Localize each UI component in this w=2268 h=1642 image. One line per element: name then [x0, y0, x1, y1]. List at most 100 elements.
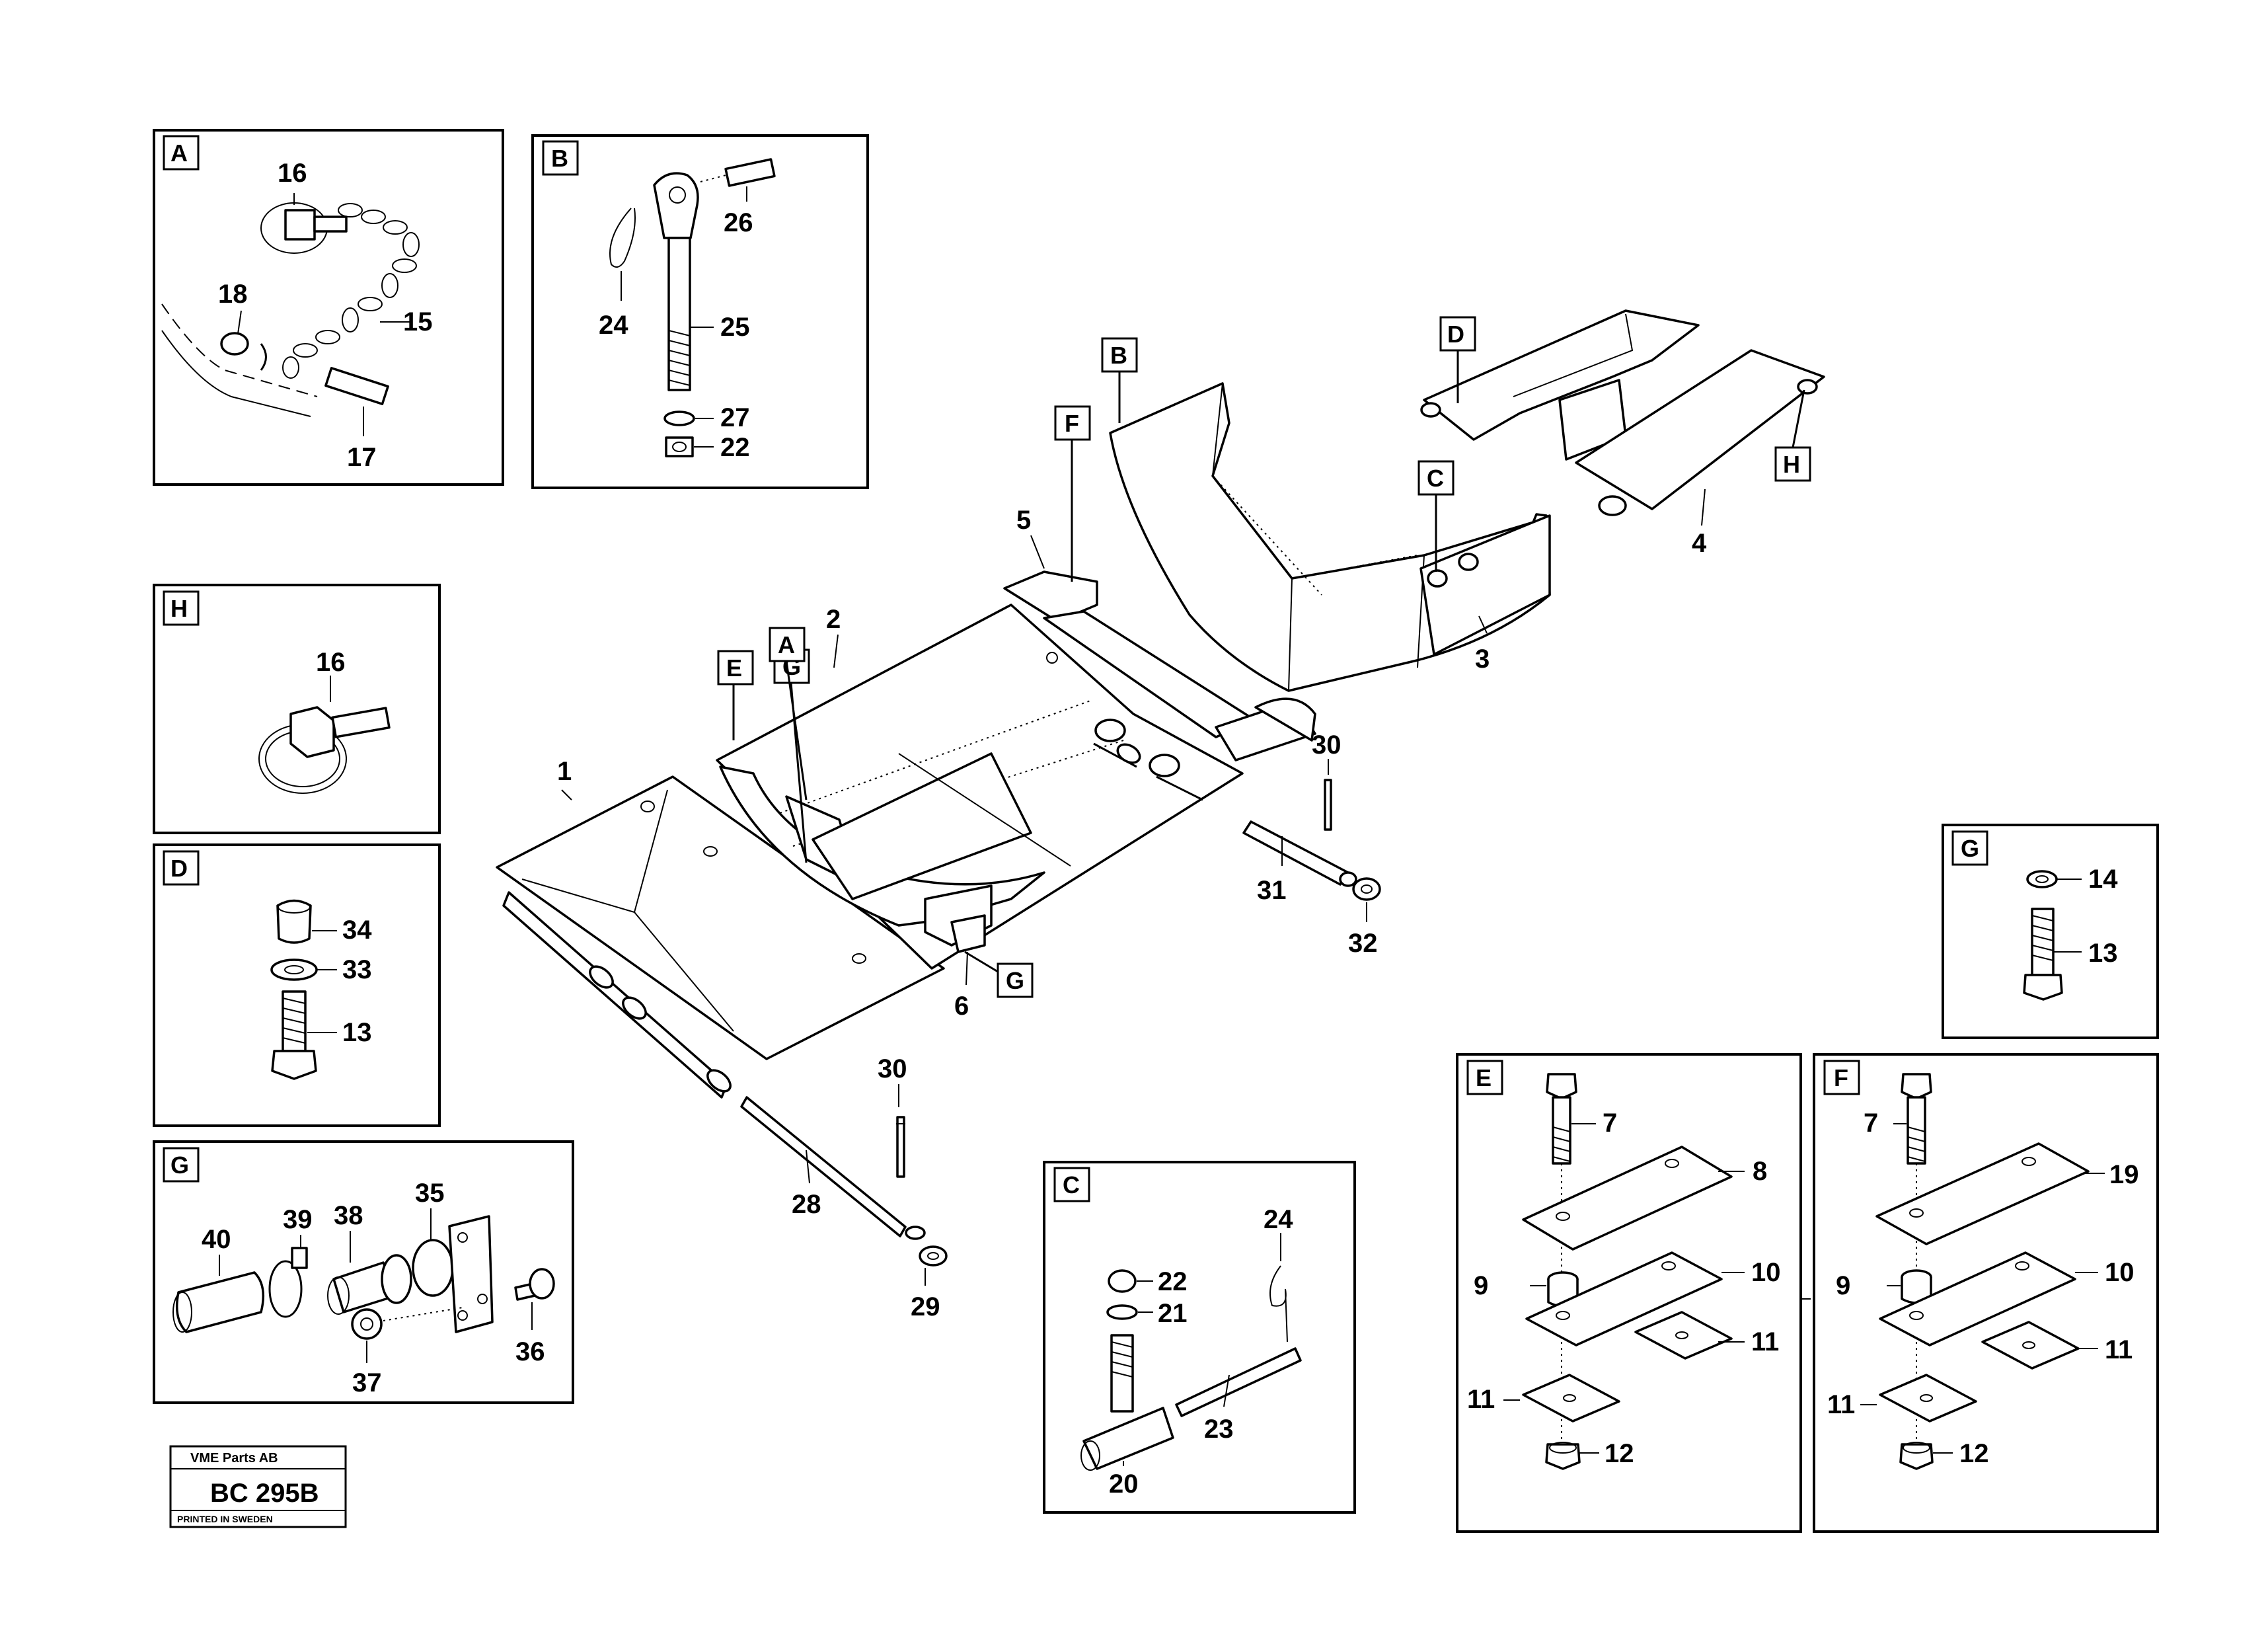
detail-b-panel: B 26 24 25 27 22	[531, 134, 869, 489]
label-11-left: 11	[1467, 1385, 1495, 1414]
bracket-5	[1003, 570, 1098, 623]
label-17: 17	[347, 443, 377, 472]
callout-f: F	[1065, 410, 1079, 437]
label-14: 14	[2088, 865, 2118, 894]
nut-12	[1545, 1443, 1581, 1470]
detail-c-panel: C 22 21 24 23 20	[1043, 1161, 1356, 1514]
callout-e: E	[726, 654, 742, 682]
plate-11-left	[1522, 1374, 1620, 1423]
label-12: 12	[1605, 1439, 1634, 1468]
pin-26	[724, 158, 776, 187]
detail-g-lower-letter: G	[170, 1152, 189, 1179]
plate-11-right	[1981, 1321, 2080, 1370]
label-21: 21	[1158, 1299, 1188, 1328]
label-2: 2	[826, 605, 841, 634]
label-13: 13	[2088, 939, 2118, 968]
label-22: 22	[720, 433, 750, 462]
washer-14	[2026, 870, 2058, 888]
detail-d-letter: D	[170, 855, 188, 882]
fitting-35	[412, 1239, 454, 1297]
bushing-34	[276, 899, 312, 944]
label-34: 34	[342, 916, 372, 945]
clevis	[653, 172, 699, 239]
label-39: 39	[283, 1205, 313, 1234]
plate-19	[1875, 1142, 2090, 1245]
label-13: 13	[342, 1018, 372, 1047]
plate-11-right	[1634, 1311, 1733, 1360]
callout-d: D	[1447, 321, 1464, 348]
stamp-code: BC 295B	[210, 1479, 319, 1508]
callout-a: A	[778, 631, 795, 658]
label-1: 1	[557, 757, 572, 786]
label-31: 31	[1257, 876, 1287, 905]
label-3: 3	[1475, 645, 1490, 674]
label-28: 28	[792, 1190, 821, 1219]
washer-33	[270, 958, 318, 981]
rod-25	[667, 237, 691, 391]
label-30-lower: 30	[878, 1054, 907, 1083]
stud	[1110, 1334, 1134, 1413]
detail-e-letter: E	[1476, 1064, 1492, 1091]
label-10: 10	[2105, 1258, 2135, 1287]
label-9: 9	[1474, 1271, 1488, 1300]
plate-8	[1522, 1146, 1733, 1251]
pin-30	[896, 1116, 905, 1178]
nut-18	[220, 332, 249, 356]
detail-f-panel: F 7 19 9	[1813, 1053, 2159, 1533]
label-38: 38	[334, 1201, 363, 1230]
label-37: 37	[352, 1368, 382, 1397]
detail-h-panel: H 16	[153, 584, 441, 834]
washer-32	[1352, 877, 1381, 901]
hairpin-24	[1269, 1265, 1288, 1343]
detail-a-letter: A	[170, 139, 188, 167]
hose-40	[176, 1271, 265, 1333]
plate-10	[1879, 1251, 2076, 1347]
stamp-company: VME Parts AB	[190, 1451, 278, 1466]
plate-11-left	[1879, 1374, 1977, 1423]
chain-15	[282, 203, 420, 379]
label-19: 19	[2109, 1160, 2139, 1189]
main-assembly: G E A G F B C D H 1 2 3 4	[496, 309, 1825, 1321]
label-27: 27	[720, 403, 750, 432]
pin-23	[1175, 1347, 1302, 1417]
sleeve-20	[1082, 1407, 1174, 1470]
washer-27	[663, 411, 695, 426]
label-22: 22	[1158, 1267, 1188, 1296]
detail-e-panel: E 7 8 9	[1456, 1053, 1802, 1533]
hairpin-24	[609, 208, 636, 268]
label-40: 40	[202, 1225, 231, 1254]
nut-12	[1899, 1443, 1934, 1470]
label-20: 20	[1109, 1469, 1139, 1499]
pin-30-upper	[1324, 779, 1332, 831]
label-7: 7	[1864, 1109, 1878, 1138]
detail-g-right-panel: G 14 13	[1942, 824, 2159, 1039]
label-33: 33	[342, 955, 372, 984]
detail-c-letter: C	[1063, 1171, 1080, 1198]
label-15: 15	[403, 307, 433, 336]
label-36: 36	[515, 1337, 545, 1366]
label-11-right: 11	[2105, 1335, 2133, 1364]
label-24: 24	[599, 311, 628, 340]
detail-f-letter: F	[1834, 1064, 1848, 1091]
axle-31	[1242, 820, 1349, 886]
nut-22	[1108, 1269, 1137, 1293]
callout-b: B	[1110, 342, 1127, 369]
label-6: 6	[954, 992, 969, 1021]
detail-a-panel: A 16 18 15 17	[153, 129, 504, 486]
detail-b-letter: B	[551, 145, 568, 172]
label-7: 7	[1603, 1109, 1617, 1138]
bolt-7	[1901, 1073, 1932, 1100]
rod-28	[740, 1096, 907, 1237]
plate-1	[496, 775, 945, 1060]
label-24: 24	[1264, 1205, 1293, 1234]
detail-g-right-letter: G	[1961, 835, 1979, 862]
label-32: 32	[1348, 929, 1378, 958]
label-29: 29	[911, 1292, 940, 1321]
nut-22	[665, 436, 694, 457]
label-5: 5	[1016, 506, 1031, 535]
label-18: 18	[218, 280, 248, 309]
label-11-left: 11	[1827, 1390, 1855, 1419]
label-9: 9	[1836, 1271, 1850, 1300]
label-30-upper: 30	[1312, 730, 1342, 760]
